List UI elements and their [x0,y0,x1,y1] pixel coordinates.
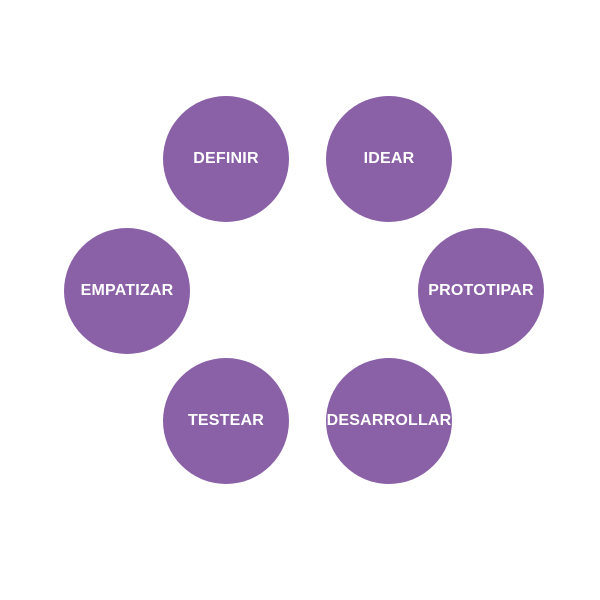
stage-prototipar: PROTOTIPAR [418,228,544,354]
stage-idear: IDEAR [326,96,452,222]
stage-label-idear: IDEAR [363,150,415,167]
stage-label-testear: TESTEAR [187,412,265,429]
stage-definir: DEFINIR [163,96,289,222]
stage-label-empatizar: EMPATIZAR [80,282,174,299]
stage-desarrollar: DESARROLLAR [326,358,452,484]
stage-label-definir: DEFINIR [193,150,259,167]
stage-empatizar: EMPATIZAR [64,228,190,354]
stage-label-desarrollar: DESARROLLAR [326,412,452,429]
stage-testear: TESTEAR [163,358,289,484]
stage-label-prototipar: PROTOTIPAR [428,282,534,299]
